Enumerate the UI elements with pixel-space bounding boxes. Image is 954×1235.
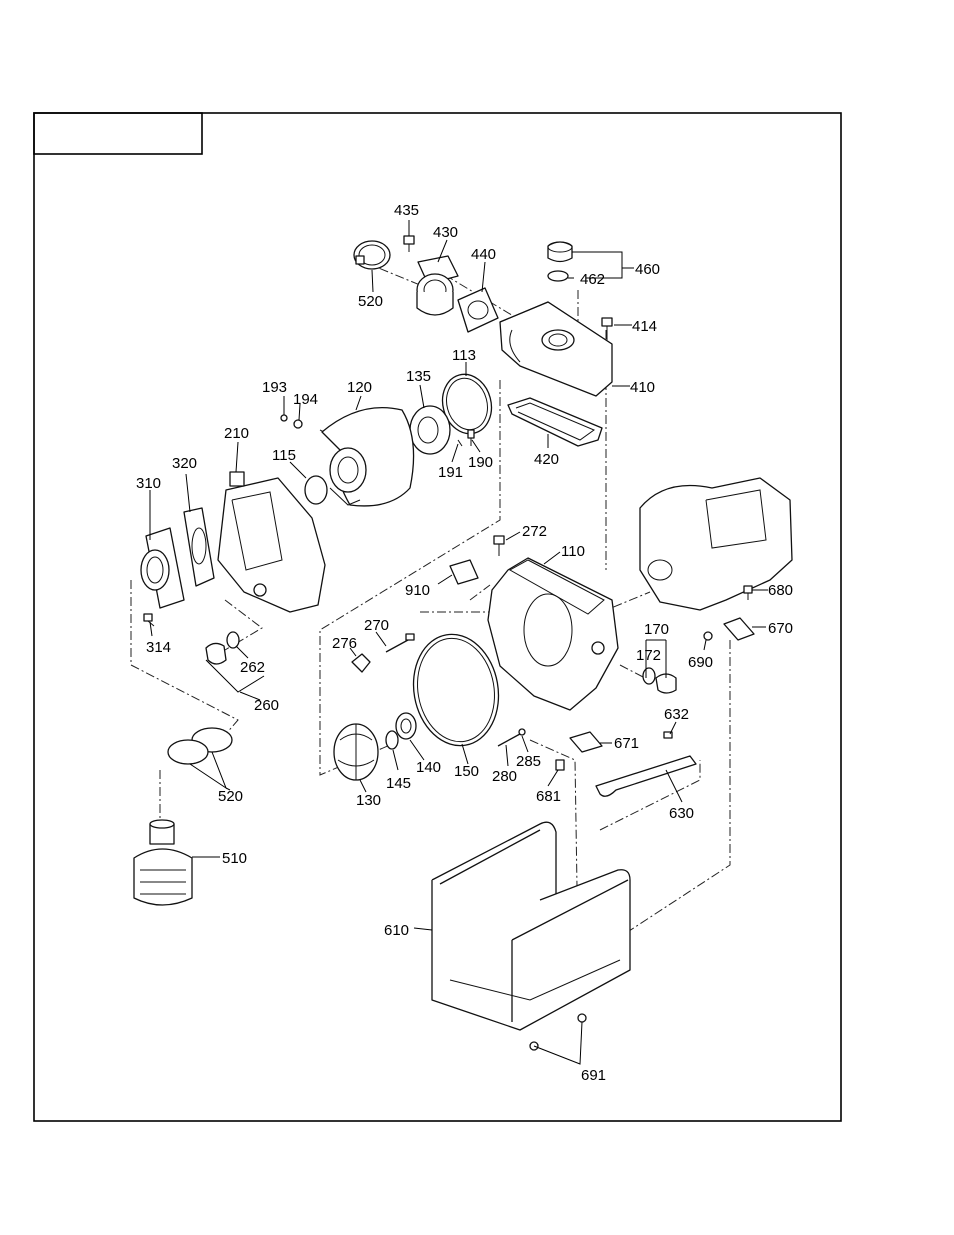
bolt-280-washer-285 bbox=[498, 729, 525, 746]
label-670: 670 bbox=[768, 620, 793, 637]
label-260: 260 bbox=[254, 697, 279, 714]
label-140: 140 bbox=[416, 759, 441, 776]
label-270: 270 bbox=[364, 617, 389, 634]
o-ring-115 bbox=[305, 476, 327, 504]
title-box bbox=[34, 113, 202, 154]
impeller-130 bbox=[334, 724, 378, 780]
impeller-key-276 bbox=[352, 654, 370, 672]
label-113: 113 bbox=[452, 347, 476, 364]
label-435: 435 bbox=[394, 202, 419, 219]
label-190: 190 bbox=[468, 454, 493, 471]
flange-gasket bbox=[458, 288, 498, 332]
label-110: 110 bbox=[561, 543, 585, 560]
label-690: 690 bbox=[688, 654, 713, 671]
bolt-314 bbox=[144, 614, 154, 626]
label-272: 272 bbox=[522, 523, 547, 540]
fill-plug-170 bbox=[643, 668, 676, 693]
casing-o-ring-150 bbox=[405, 628, 507, 753]
discharge-flange bbox=[417, 256, 458, 315]
bolt-414 bbox=[602, 318, 612, 340]
pump-top-cover bbox=[500, 302, 612, 396]
label-680: 680 bbox=[768, 582, 793, 599]
wear-plate-135 bbox=[410, 406, 450, 454]
label-193: 193 bbox=[262, 379, 287, 396]
label-430: 430 bbox=[433, 224, 458, 241]
label-671: 671 bbox=[614, 735, 639, 752]
label-510: 510 bbox=[222, 850, 247, 867]
volute-casing-120 bbox=[322, 408, 414, 506]
hose-clamps-lower bbox=[168, 728, 232, 764]
label-314: 314 bbox=[146, 639, 171, 656]
label-630: 630 bbox=[669, 805, 694, 822]
bracket-630 bbox=[596, 732, 696, 796]
bolt-272 bbox=[494, 536, 504, 556]
suction-flange-310 bbox=[141, 528, 184, 608]
label-681: 681 bbox=[536, 788, 561, 805]
label-150: 150 bbox=[454, 763, 479, 780]
bolt-435 bbox=[404, 236, 414, 252]
pump-casing-110 bbox=[488, 558, 618, 710]
label-460: 460 bbox=[635, 261, 660, 278]
label-120: 120 bbox=[347, 379, 372, 396]
label-145: 145 bbox=[386, 775, 411, 792]
label-520-top: 520 bbox=[358, 293, 383, 310]
tubular-frame-610 bbox=[432, 822, 630, 1030]
label-310: 310 bbox=[136, 475, 161, 492]
label-170: 170 bbox=[644, 621, 669, 638]
label-285: 285 bbox=[516, 753, 541, 770]
label-462: 462 bbox=[580, 271, 605, 288]
label-172: 172 bbox=[636, 647, 661, 664]
label-130: 130 bbox=[356, 792, 381, 809]
hose-clamp-top bbox=[354, 241, 390, 269]
assembly-lines bbox=[131, 262, 730, 950]
label-320: 320 bbox=[172, 455, 197, 472]
decal-910 bbox=[450, 560, 478, 584]
label-691: 691 bbox=[581, 1067, 606, 1084]
shaft-sleeve-270 bbox=[386, 634, 414, 652]
cover-gasket bbox=[508, 398, 602, 446]
mount-671-681 bbox=[556, 732, 602, 770]
label-210: 210 bbox=[224, 425, 249, 442]
label-632: 632 bbox=[664, 706, 689, 723]
label-276: 276 bbox=[332, 635, 357, 652]
label-280: 280 bbox=[492, 768, 517, 785]
label-910: 910 bbox=[405, 582, 430, 599]
suction-gasket-320 bbox=[184, 508, 214, 586]
label-191: 191 bbox=[438, 464, 463, 481]
label-410: 410 bbox=[630, 379, 655, 396]
label-115: 115 bbox=[272, 447, 296, 464]
label-610: 610 bbox=[384, 922, 409, 939]
priming-cap bbox=[548, 242, 572, 281]
label-262: 262 bbox=[240, 659, 265, 676]
drain-plug-260 bbox=[206, 632, 239, 664]
label-440: 440 bbox=[471, 246, 496, 263]
label-520-bottom: 520 bbox=[218, 788, 243, 805]
strainer-510 bbox=[134, 820, 192, 905]
label-194: 194 bbox=[293, 391, 318, 408]
label-414: 414 bbox=[632, 318, 657, 335]
seal-145-140 bbox=[386, 713, 416, 749]
label-135: 135 bbox=[406, 368, 431, 385]
label-420: 420 bbox=[534, 451, 559, 468]
